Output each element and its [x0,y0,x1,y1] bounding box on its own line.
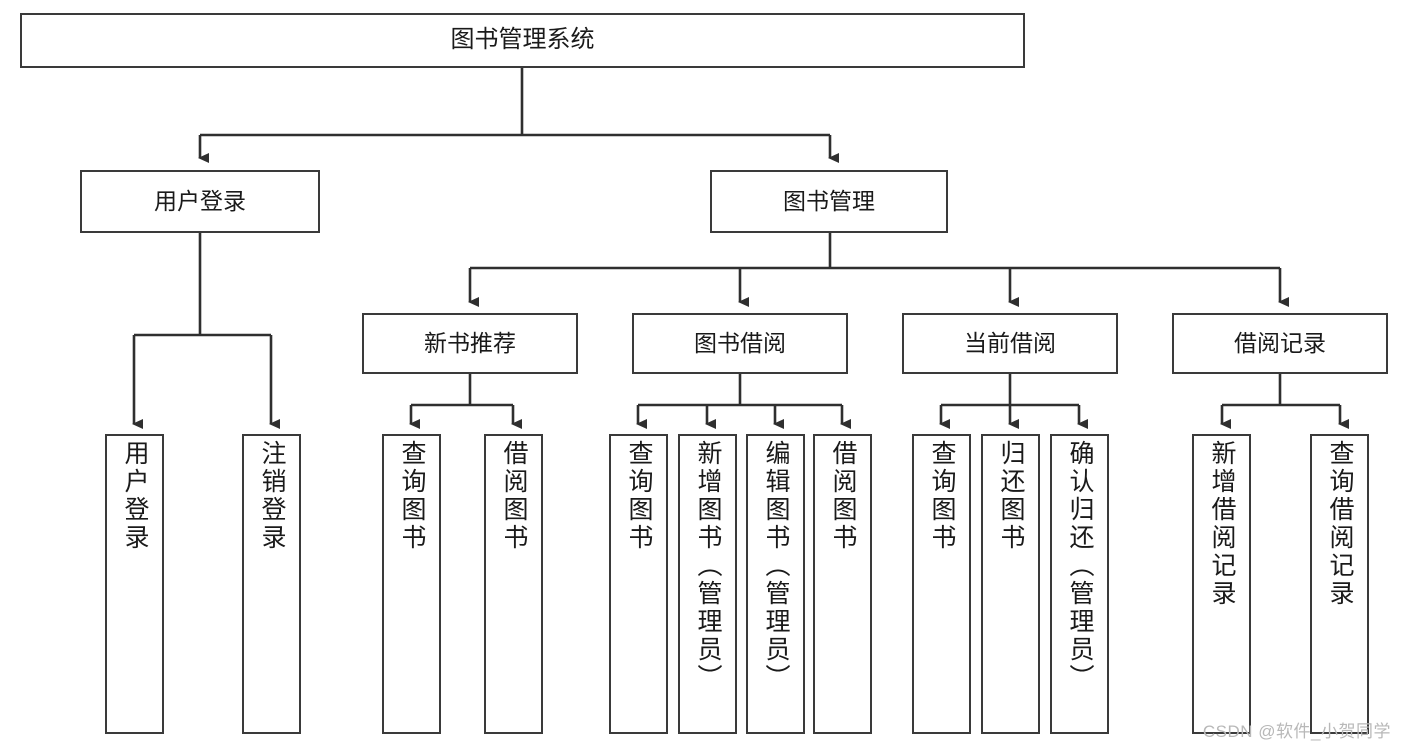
leaf-newbook-query-book[interactable]: 查询图书 [382,434,441,734]
node-new-book-recommend[interactable]: 新书推荐 [362,313,578,374]
node-borrow-record[interactable]: 借阅记录 [1172,313,1388,374]
node-book-management[interactable]: 图书管理 [710,170,948,233]
leaf-current-confirm-return-admin[interactable]: 确认归还（管理员） [1050,434,1109,734]
leaf-current-query-book[interactable]: 查询图书 [912,434,971,734]
node-book-borrow[interactable]: 图书借阅 [632,313,848,374]
leaf-borrow-borrow-book[interactable]: 借阅图书 [813,434,872,734]
csdn-watermark: CSDN @软件_小贺同学 [1202,722,1391,741]
leaf-current-query-book-label: 查询图书 [928,440,956,552]
leaf-user-login[interactable]: 用户登录 [105,434,164,734]
leaf-current-confirm-return-admin-label: 确认归还（管理员） [1066,440,1094,692]
leaf-borrow-edit-book-admin-label: 编辑图书（管理员） [762,440,790,692]
node-current-borrow[interactable]: 当前借阅 [902,313,1118,374]
leaf-newbook-borrow-book-label: 借阅图书 [500,440,528,552]
leaf-borrow-borrow-book-label: 借阅图书 [829,440,857,552]
leaf-user-login-label: 用户登录 [121,440,149,552]
node-user-login-label: 用户登录 [154,187,246,214]
leaf-record-add-record-label: 新增借阅记录 [1208,440,1236,608]
node-user-login[interactable]: 用户登录 [80,170,320,233]
node-root[interactable]: 图书管理系统 [20,13,1025,68]
node-book-borrow-label: 图书借阅 [694,329,786,356]
node-current-borrow-label: 当前借阅 [964,329,1056,356]
leaf-logout-label: 注销登录 [258,440,286,552]
leaf-record-query-record-label: 查询借阅记录 [1326,440,1354,608]
leaf-borrow-query-book-label: 查询图书 [625,440,653,552]
leaf-record-add-record[interactable]: 新增借阅记录 [1192,434,1251,734]
leaf-newbook-borrow-book[interactable]: 借阅图书 [484,434,543,734]
leaf-newbook-query-book-label: 查询图书 [398,440,426,552]
leaf-borrow-query-book[interactable]: 查询图书 [609,434,668,734]
node-root-label: 图书管理系统 [450,26,595,54]
leaf-logout[interactable]: 注销登录 [242,434,301,734]
node-borrow-record-label: 借阅记录 [1234,329,1326,356]
leaf-borrow-add-book-admin-label: 新增图书（管理员） [694,440,722,692]
leaf-record-query-record[interactable]: 查询借阅记录 [1310,434,1369,734]
leaf-current-return-book-label: 归还图书 [997,440,1025,552]
leaf-borrow-edit-book-admin[interactable]: 编辑图书（管理员） [746,434,805,734]
node-book-management-label: 图书管理 [783,187,875,214]
leaf-current-return-book[interactable]: 归还图书 [981,434,1040,734]
leaf-borrow-add-book-admin[interactable]: 新增图书（管理员） [678,434,737,734]
node-new-book-recommend-label: 新书推荐 [424,329,516,356]
